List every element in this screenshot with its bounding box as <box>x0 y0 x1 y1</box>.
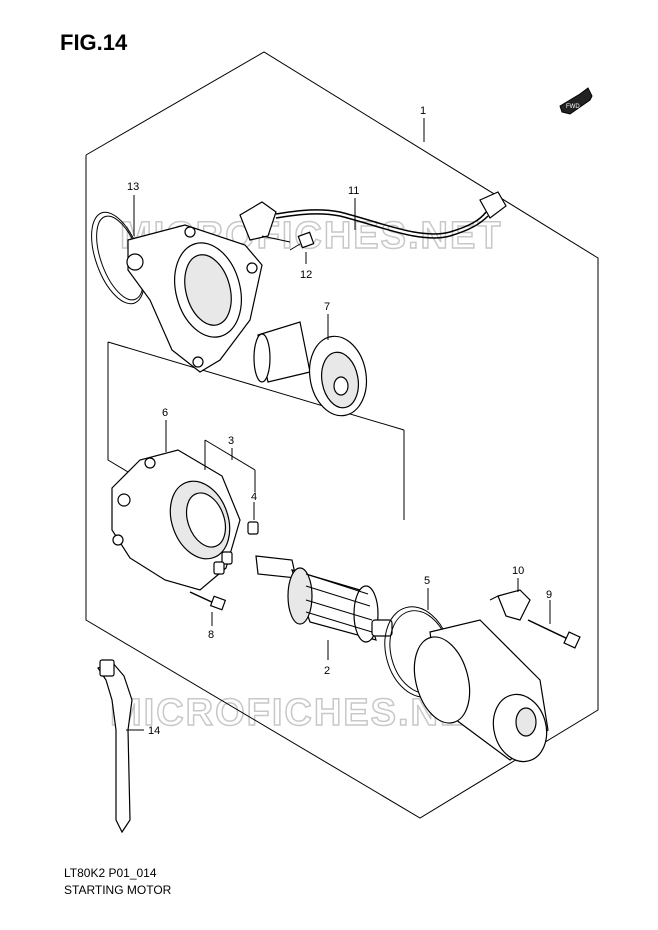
callout-14: 14 <box>148 725 160 737</box>
callout-7: 7 <box>324 301 330 313</box>
part-14-cable-tie <box>97 659 133 834</box>
part-4-springs <box>213 521 259 575</box>
callout-10: 10 <box>512 565 524 577</box>
callout-11: 11 <box>348 185 359 197</box>
callout-5: 5 <box>424 575 430 587</box>
part-12-bolt <box>289 231 315 251</box>
part-8-bolt <box>189 591 227 611</box>
callouts: 1 2 3 4 5 6 7 8 9 10 11 12 13 14 <box>127 105 552 737</box>
callout-6: 6 <box>162 407 168 419</box>
fwd-badge: FWD <box>559 87 593 115</box>
part-9-bolt <box>527 619 581 649</box>
footer-code: LT80K2 P01_014 <box>64 866 157 880</box>
footer-name: STARTING MOTOR <box>64 883 172 897</box>
part-10-bracket <box>489 589 531 621</box>
part-2-armature <box>255 555 393 643</box>
figure-title: FIG.14 <box>60 30 128 55</box>
assembly-outline <box>85 51 599 819</box>
callout-4: 4 <box>251 491 257 503</box>
callout-1: 1 <box>420 105 426 117</box>
part-6-rear-housing <box>111 449 241 591</box>
callout-12: 12 <box>300 269 312 281</box>
leader-lines <box>126 118 551 731</box>
callout-3: 3 <box>228 435 234 447</box>
fwd-badge-label: FWD <box>566 104 580 110</box>
callout-13: 13 <box>127 181 139 193</box>
part-11-lead-wire <box>239 191 507 243</box>
motor-yoke <box>413 619 549 763</box>
part-3-brush-box <box>204 439 256 492</box>
front-housing <box>126 224 263 373</box>
callout-8: 8 <box>208 629 214 641</box>
part-7-drive-gear <box>253 321 368 417</box>
callout-2: 2 <box>324 665 330 677</box>
callout-9: 9 <box>546 589 552 601</box>
